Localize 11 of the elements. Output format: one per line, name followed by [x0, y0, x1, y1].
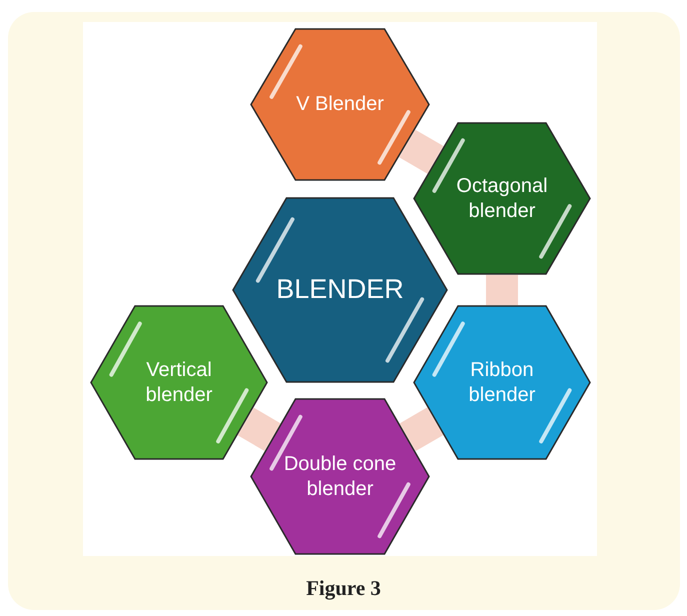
- node-label: Ribbon blender: [468, 358, 536, 408]
- connector-band: [399, 407, 444, 452]
- connector-band: [486, 275, 518, 305]
- connector-band: [399, 130, 444, 174]
- node-label: Vertical blender: [144, 358, 214, 408]
- node-label: Double cone blender: [282, 452, 398, 502]
- node-label: V Blender: [296, 92, 384, 117]
- figure-caption: Figure 3: [306, 576, 381, 600]
- connector-band: [238, 408, 281, 451]
- node-label: Octagonal blender: [455, 174, 549, 224]
- node-label: BLENDER: [276, 273, 404, 306]
